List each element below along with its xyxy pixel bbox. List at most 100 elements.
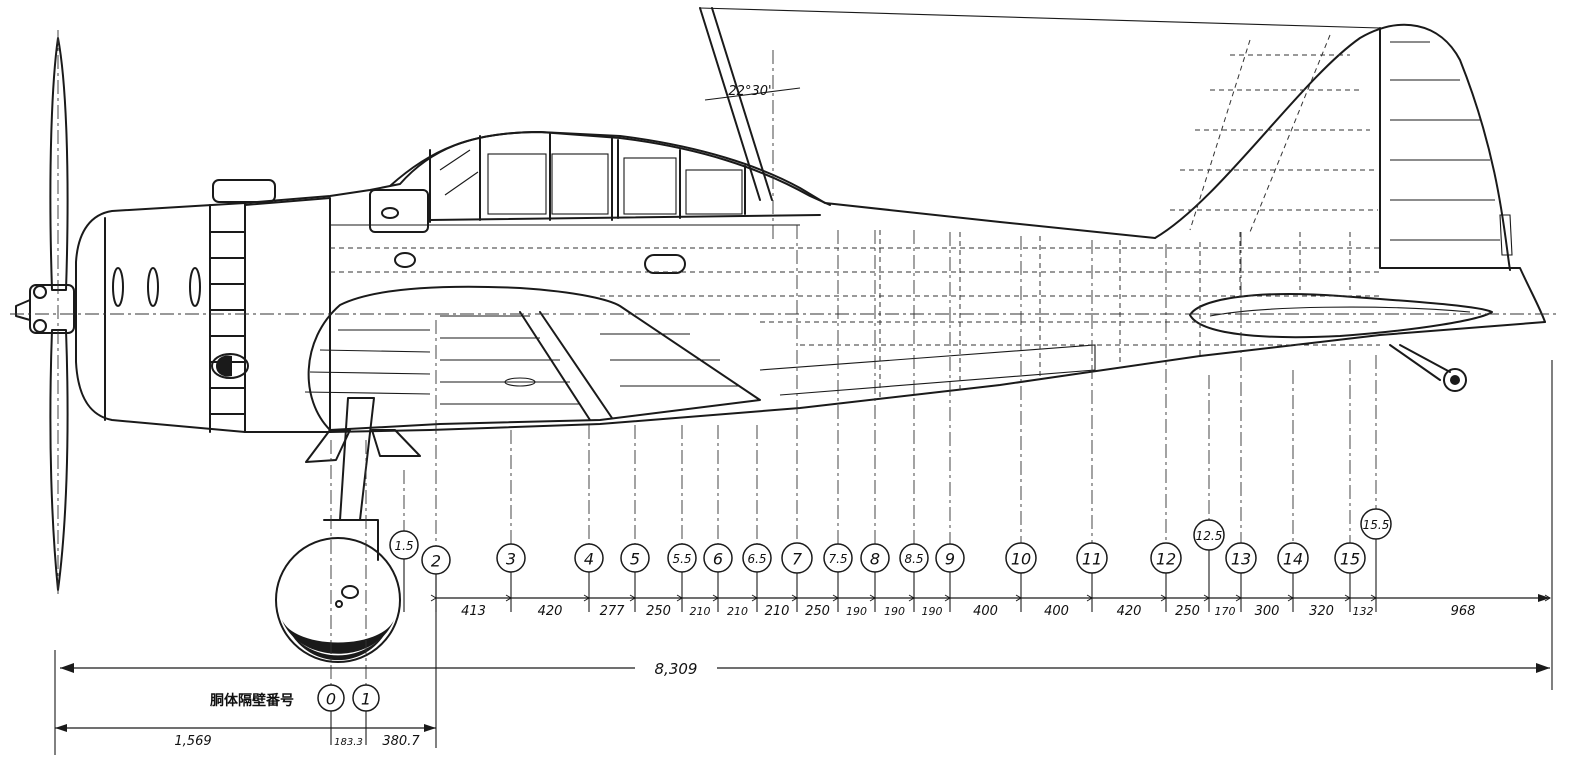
front-dimension-label: 1,569 <box>174 734 211 749</box>
station-label: 11 <box>1082 550 1102 569</box>
spacing-label: 413 <box>461 604 486 619</box>
spacing-label: 250 <box>805 604 830 619</box>
station-bubble <box>899 543 929 573</box>
station-9: 9 <box>935 232 965 612</box>
station-6: 6 <box>703 425 733 612</box>
station-label: 6.5 <box>747 552 766 566</box>
station-label: 13 <box>1231 550 1251 569</box>
station-7: 7 <box>781 225 813 612</box>
internal-structure <box>330 34 1380 400</box>
spacing-label: 250 <box>1175 604 1200 619</box>
station-bubble <box>860 543 890 573</box>
station-bubble <box>703 543 733 573</box>
station-label: 8.5 <box>904 552 923 566</box>
station-bubble <box>1150 542 1182 574</box>
station-label: 7 <box>792 550 803 569</box>
canopy-angle-label: 22°30' <box>728 84 771 99</box>
station-label: 8 <box>870 550 880 569</box>
station-bubble <box>1225 542 1257 574</box>
station-label: 0 <box>326 690 336 709</box>
spacing-label: 132 <box>1353 605 1374 618</box>
propeller <box>15 30 75 595</box>
station-bubble <box>1193 519 1225 551</box>
station-2: 2 <box>421 320 451 612</box>
station-bubble <box>1334 542 1366 574</box>
station-bubble <box>935 543 965 573</box>
wing <box>304 285 1096 431</box>
station-1: 1 <box>352 440 380 745</box>
station-label: 10 <box>1011 550 1031 569</box>
station-label: 3 <box>506 550 516 569</box>
station-label: 15 <box>1340 550 1360 569</box>
station-12-5: 12.5 <box>1193 375 1225 612</box>
station-4: 4 <box>574 425 604 612</box>
station-bubble <box>1076 542 1108 574</box>
front-dimension-label: 380.7 <box>382 734 420 749</box>
station-bubble <box>1005 542 1037 574</box>
spacing-label: 190 <box>922 605 943 618</box>
spacing-label: 420 <box>1117 604 1142 619</box>
station-bubble <box>317 684 345 712</box>
station-label: 7.5 <box>828 552 847 566</box>
station-8-5: 8.5 <box>899 230 929 612</box>
spacing-label: 277 <box>600 604 626 619</box>
spacing-label: 190 <box>846 605 867 618</box>
spacing-label: 210 <box>690 605 711 618</box>
station-5-5: 5.5 <box>667 425 697 612</box>
station-1-5: 1.5 <box>389 470 419 612</box>
station-6-5: 6.5 <box>742 425 772 612</box>
station-label: 5 <box>630 550 640 569</box>
station-11: 11 <box>1076 240 1108 612</box>
front-dimension-label: 183.3 <box>334 737 363 748</box>
station-label: 12.5 <box>1196 529 1223 543</box>
station-bubble <box>1277 542 1309 574</box>
station-label: 2 <box>431 552 441 571</box>
station-bubble <box>781 542 813 574</box>
station-10: 10 <box>1005 236 1037 612</box>
station-bubble <box>620 543 650 573</box>
station-7-5: 7.5 <box>823 230 853 612</box>
station-label: 6 <box>713 550 723 569</box>
station-bubble <box>352 684 380 712</box>
station-label: 1.5 <box>394 539 413 553</box>
spacing-label: 170 <box>1215 605 1236 618</box>
station-3: 3 <box>496 430 526 612</box>
station-label: 15.5 <box>1363 518 1390 532</box>
spacing-label: 968 <box>1451 604 1476 619</box>
spacing-label: 400 <box>973 604 998 619</box>
station-12: 12 <box>1150 244 1182 612</box>
station-bubble <box>421 545 451 575</box>
station-bubble <box>389 530 419 560</box>
spacing-label: 250 <box>646 604 671 619</box>
station-label: 14 <box>1283 550 1303 569</box>
main-landing-gear <box>275 397 421 663</box>
station-bubble <box>742 543 772 573</box>
spacing-label: 190 <box>884 605 905 618</box>
station-8: 8 <box>860 230 890 612</box>
center-lines <box>10 50 1560 315</box>
station-bubble <box>823 543 853 573</box>
station-label: 9 <box>945 550 955 569</box>
spacing-label: 300 <box>1255 604 1280 619</box>
station-15-5: 15.5 <box>1360 355 1392 612</box>
station-0: 0 <box>317 440 345 745</box>
overall-length-label: 8,309 <box>655 660 698 678</box>
station-bubble <box>1360 508 1392 540</box>
station-label: 4 <box>584 550 594 569</box>
station-14: 14 <box>1277 370 1309 612</box>
station-bubble <box>574 543 604 573</box>
canopy <box>389 7 1381 223</box>
station-bubble <box>496 543 526 573</box>
spacing-label: 420 <box>538 604 563 619</box>
station-label: 12 <box>1156 550 1176 569</box>
spacing-label: 400 <box>1044 604 1069 619</box>
spacing-label: 210 <box>727 605 748 618</box>
station-label: 5.5 <box>672 552 691 566</box>
overall-length-dimension: 8,309 <box>54 360 1553 755</box>
station-5: 5 <box>620 425 650 612</box>
station-13: 13 <box>1225 232 1257 612</box>
tail-unit <box>1154 23 1546 392</box>
